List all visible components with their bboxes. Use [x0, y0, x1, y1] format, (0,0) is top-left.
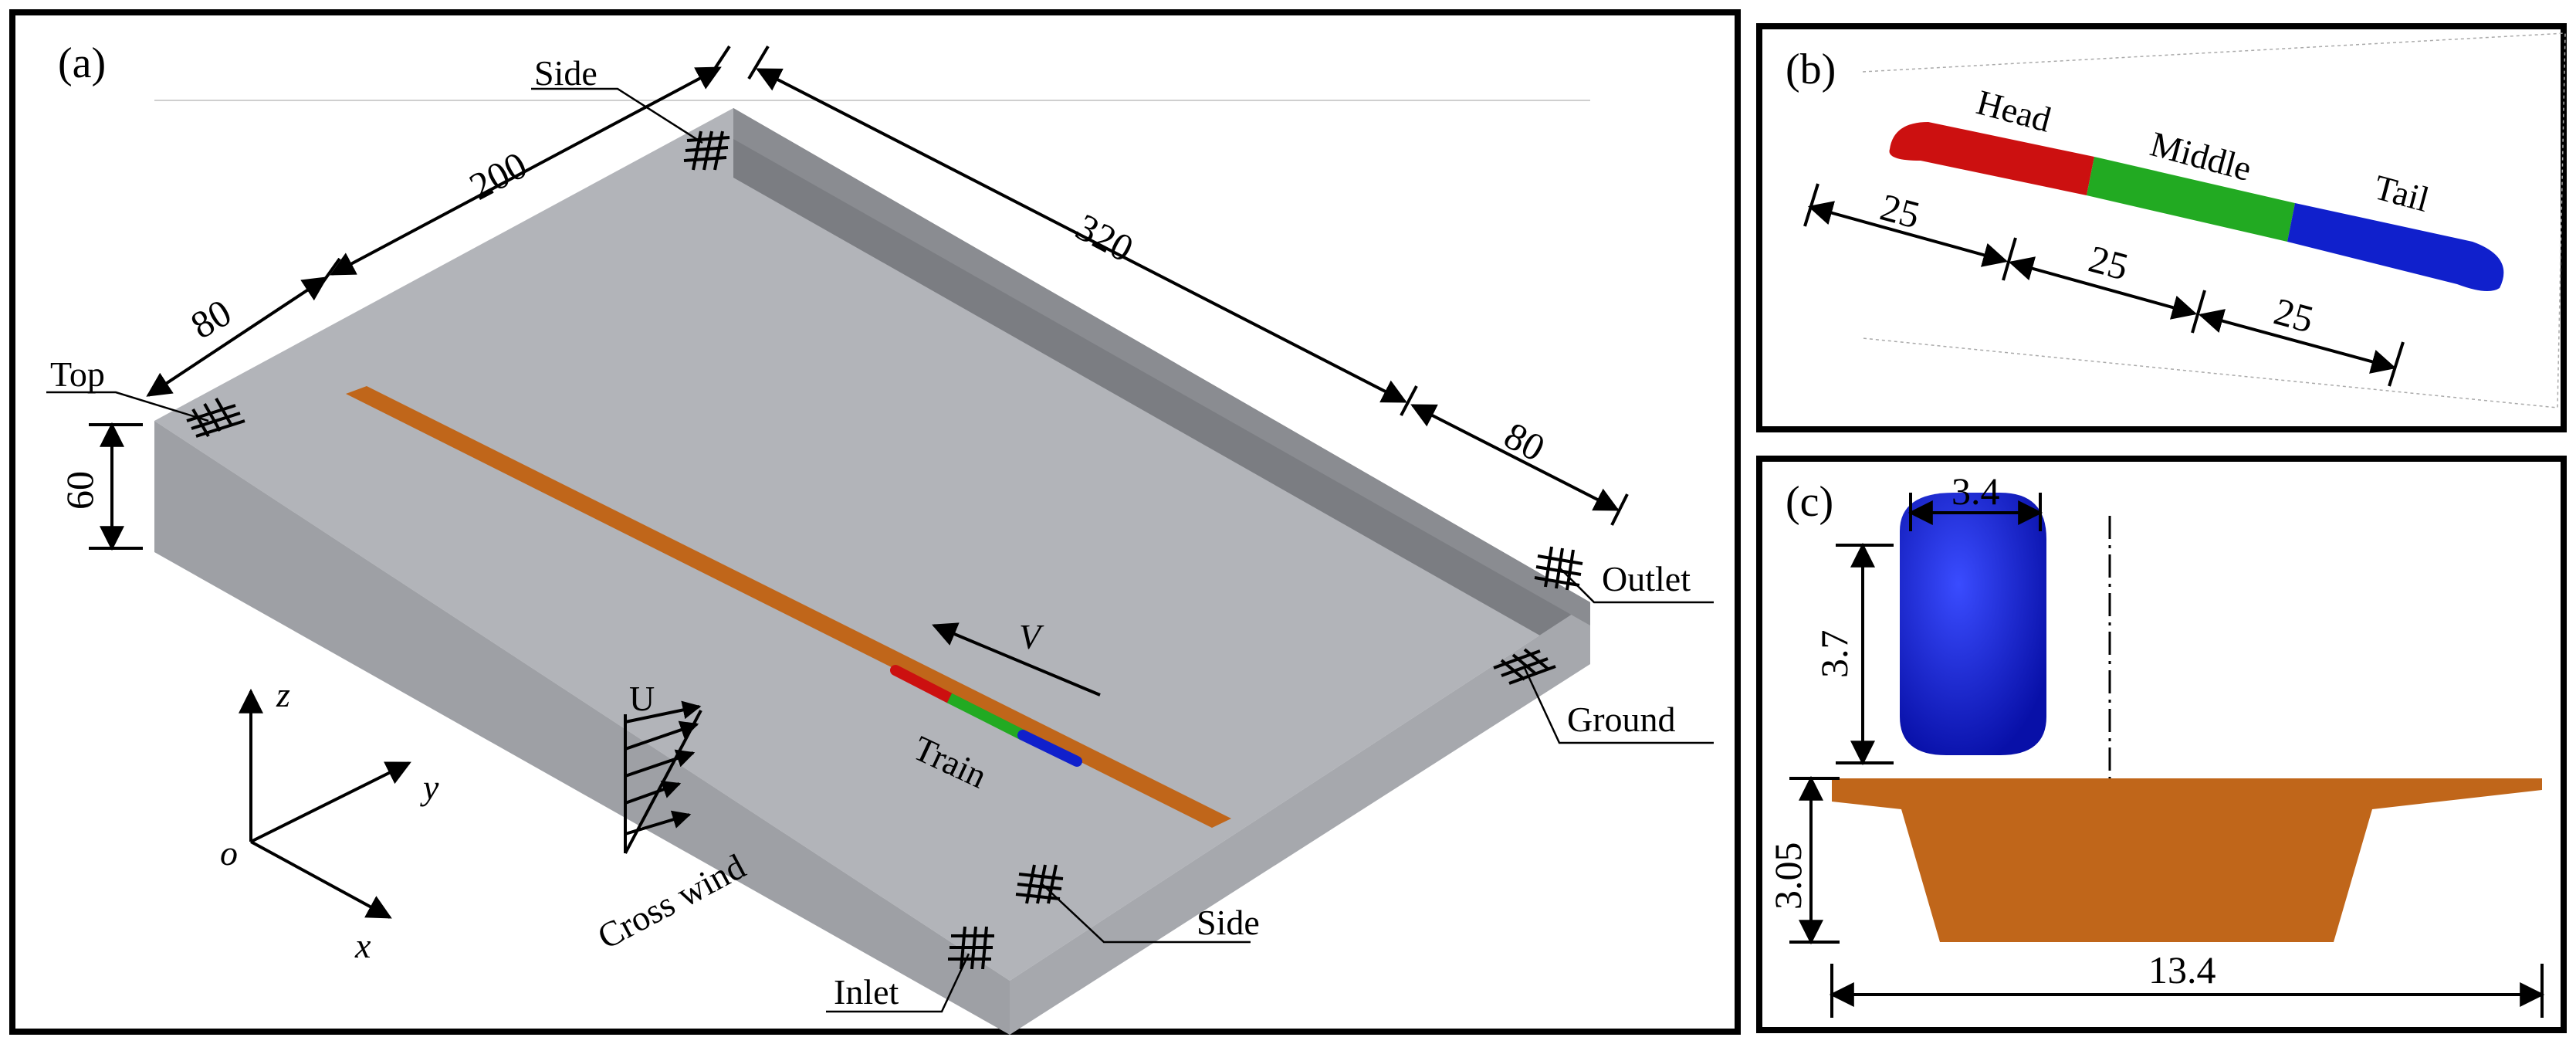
label-side-top: Side — [534, 53, 597, 93]
train-tail-section — [2287, 203, 2504, 291]
leader-side-top — [531, 87, 703, 144]
section-head-label: Head — [1972, 82, 2055, 139]
dim-b4-tick — [2388, 341, 2405, 387]
label-ground: Ground — [1567, 700, 1676, 739]
dim-200-tick-end — [709, 45, 731, 77]
axis-y — [250, 761, 411, 843]
wind-arrow-4 — [625, 720, 699, 751]
velocity-arrow — [932, 622, 1101, 697]
label-inlet: Inlet — [834, 972, 899, 1012]
bridge-cross-section — [1832, 778, 2542, 942]
dim-320-tick — [747, 45, 770, 80]
velocity-label: V — [1019, 617, 1044, 656]
panel-c: (c) 3.4 3.7 3.05 13.4 — [1756, 456, 2567, 1033]
dim-b2: 25 — [2084, 237, 2133, 289]
dim-b1-tick — [1803, 183, 1819, 227]
domain-top-face — [154, 108, 1590, 981]
dim-80-left: 80 — [184, 290, 239, 347]
leader-side-bottom — [1041, 883, 1251, 944]
wind-arrow-2 — [625, 780, 682, 805]
dim-b1-line — [1807, 201, 2009, 267]
wind-arrow-5 — [625, 700, 702, 724]
dim-200-line — [330, 66, 722, 276]
dim-c-width-bridge: 13.4 — [2148, 948, 2216, 991]
leader-outlet — [1559, 567, 1714, 604]
dim-b3-line — [2198, 309, 2397, 374]
dim-b2-line — [2008, 256, 2198, 320]
bridge-strip — [346, 386, 1231, 828]
panel-a-diagram: (a) Train V 200 80 320 80 60 — [46, 39, 1714, 1035]
mesh-grid-icon-top — [186, 398, 245, 438]
train-tail — [1017, 730, 1082, 767]
axis-y-label: y — [420, 768, 439, 807]
wind-speed-label: U — [629, 679, 655, 718]
leader-inlet — [826, 953, 970, 1013]
dim-80-left-line — [146, 276, 328, 397]
dim-b1: 25 — [1876, 185, 1924, 237]
axis-x-label: x — [354, 926, 371, 965]
dim-80-right: 80 — [1498, 413, 1552, 469]
dim-320-tick-end — [1400, 385, 1418, 416]
dim-80-right-line — [1410, 404, 1620, 511]
train-middle-section — [2087, 157, 2295, 242]
panel-a: (a) Train V 200 80 320 80 60 — [9, 9, 1741, 1035]
dim-b3: 25 — [2270, 290, 2318, 341]
dim-c-height-bridge: 3.05 — [1766, 842, 1809, 910]
panel-c-label: (c) — [1786, 478, 1833, 526]
dim-320-line — [756, 68, 1407, 403]
panel-c-diagram: (c) 3.4 3.7 3.05 13.4 — [1766, 469, 2545, 1018]
panel-b-diagram: (b) Head Middle Tail 25 25 25 — [1786, 32, 2566, 408]
cross-wind-label: Cross wind — [591, 846, 752, 957]
label-outlet: Outlet — [1602, 559, 1691, 598]
train-head-section — [1889, 122, 2094, 195]
panel-a-label: (a) — [58, 39, 106, 87]
panel-b: (b) Head Middle Tail 25 25 25 — [1756, 23, 2567, 432]
domain-front-face — [154, 421, 1010, 1035]
dim-60: 60 — [58, 471, 101, 510]
mesh-grid-icon-side-top — [683, 130, 730, 171]
label-side-bottom: Side — [1197, 903, 1260, 942]
train-cross-section — [1900, 493, 2046, 755]
leader-ground — [1523, 667, 1714, 744]
train-head — [890, 665, 955, 703]
label-top: Top — [50, 354, 105, 394]
dim-b2-tick — [2002, 237, 2017, 281]
panel-b-label: (b) — [1786, 46, 1836, 93]
leader-top — [46, 391, 209, 422]
dim-c-height-train: 3.7 — [1813, 630, 1856, 679]
mesh-grid-icon-inlet — [948, 926, 994, 970]
wind-arrow-3 — [625, 749, 696, 778]
dim-c-width-train: 3.4 — [1951, 469, 2000, 513]
domain-right-front-face — [1010, 602, 1590, 1035]
mesh-grid-icon-ground — [1493, 648, 1556, 685]
section-tail-label: Tail — [2370, 167, 2433, 219]
wind-arrow-1 — [625, 810, 692, 836]
axis-x — [250, 840, 392, 919]
mesh-grid-icon-side-bottom — [1015, 864, 1064, 904]
dim-b3-tick — [2191, 290, 2206, 334]
dim-80-right-tick — [1610, 493, 1629, 526]
train-middle — [946, 693, 1026, 741]
axis-z-label: z — [276, 675, 290, 714]
axis-origin-label: o — [220, 833, 238, 873]
